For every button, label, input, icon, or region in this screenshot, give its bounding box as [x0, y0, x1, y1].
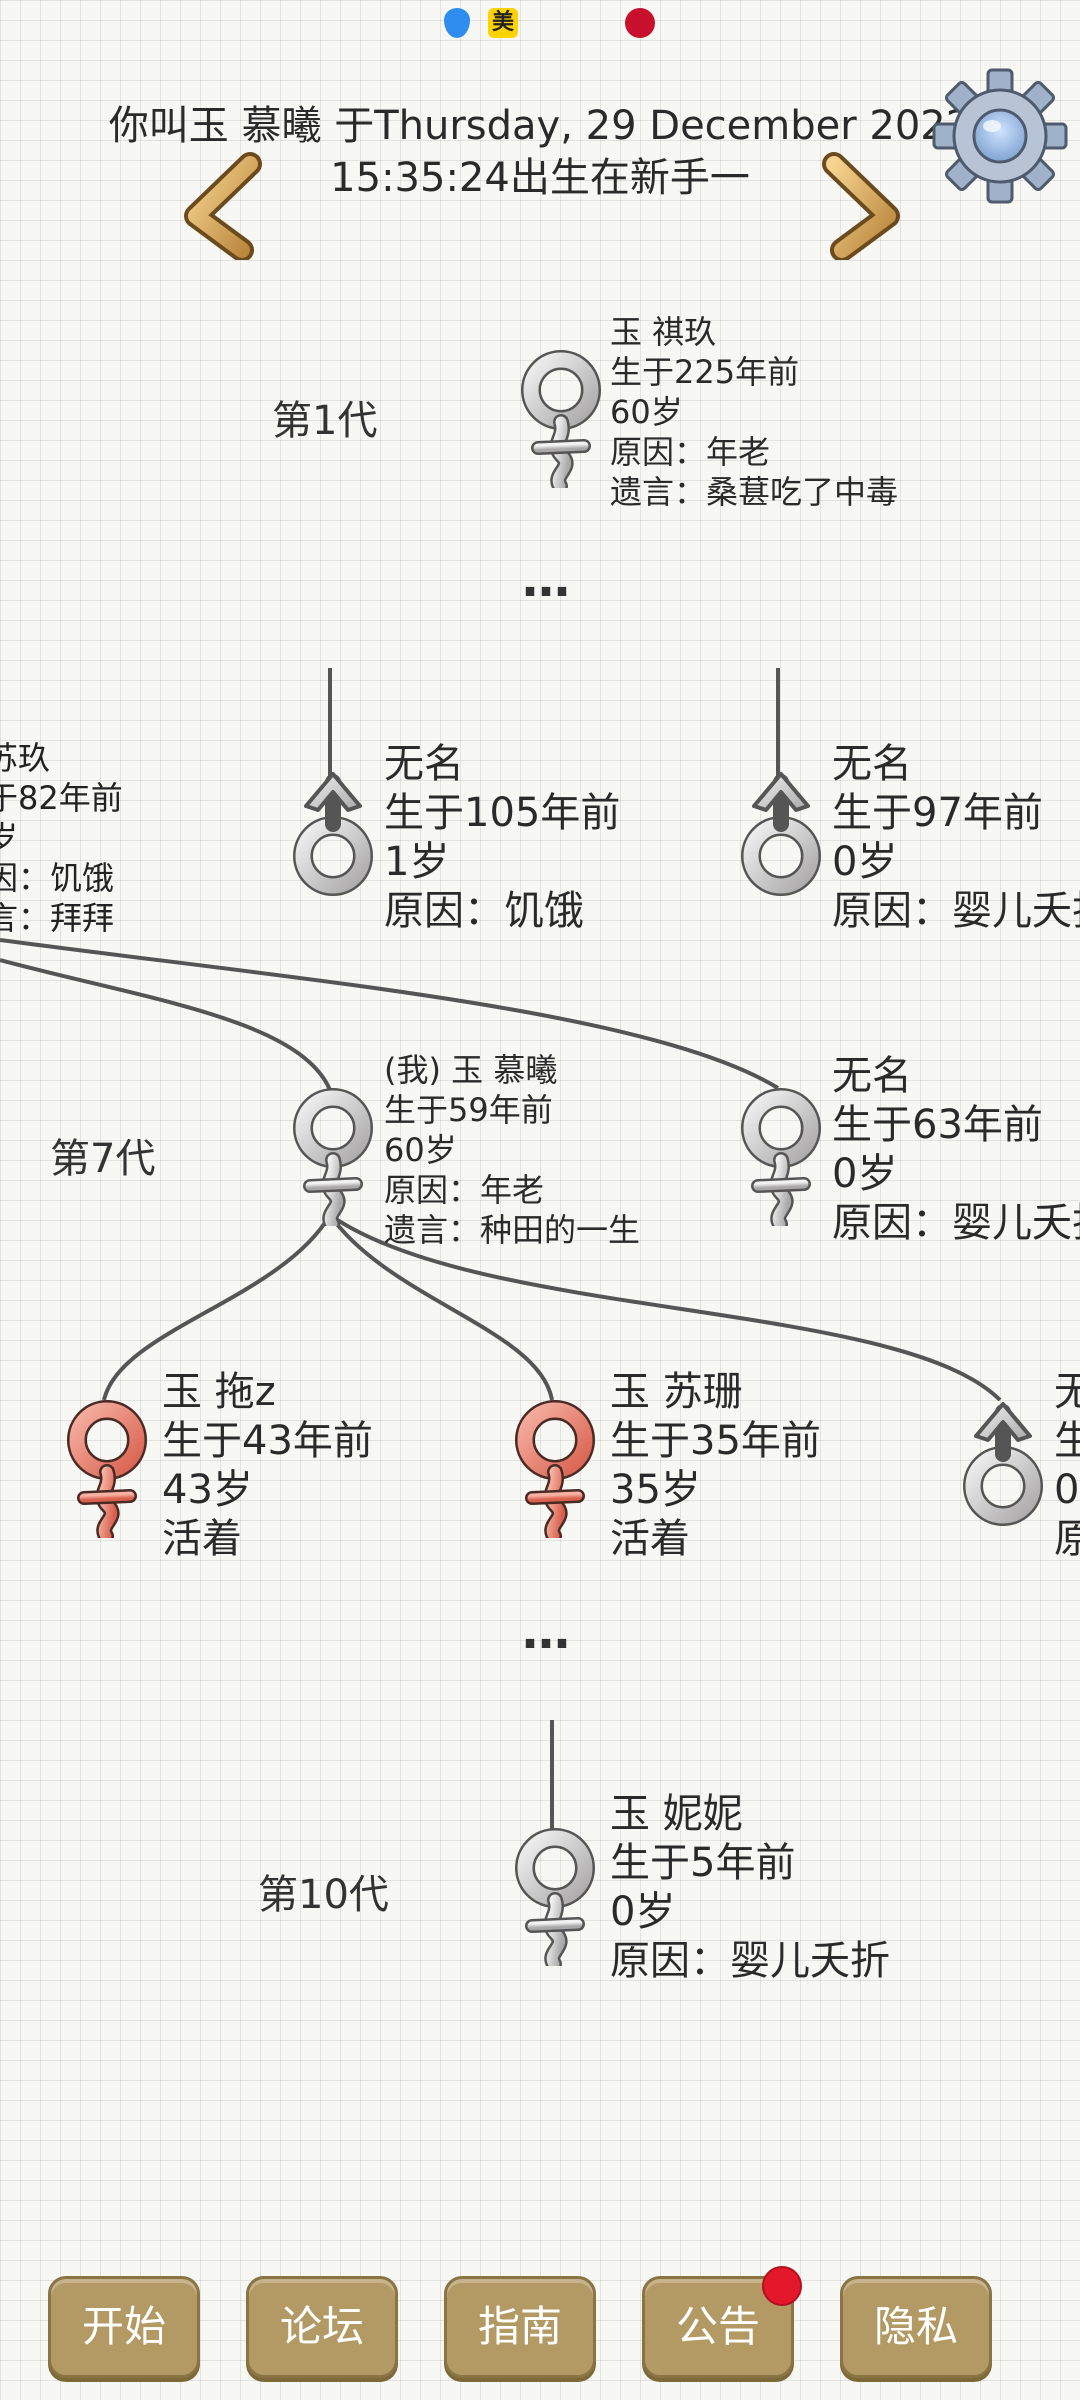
- person-cause: 原因：年老: [384, 1171, 545, 1209]
- person-name: 玉 苏珊: [610, 1369, 743, 1415]
- person-age: 0: [1054, 1467, 1080, 1513]
- person-name: (我) 玉 慕曦: [384, 1051, 558, 1089]
- person-name: 玉 拖z: [162, 1369, 276, 1415]
- female-symbol-icon: [516, 348, 606, 488]
- person-birth: 生于225年前: [610, 353, 800, 391]
- chevron-left-icon[interactable]: [172, 150, 282, 260]
- female-symbol-icon: [736, 1086, 826, 1226]
- gear-icon[interactable]: [930, 66, 1070, 206]
- guide-button[interactable]: 指南: [444, 2276, 596, 2378]
- person-name: 玉 祺玖: [610, 313, 717, 351]
- person-age: 60岁: [384, 1131, 457, 1169]
- person-age: 0岁: [610, 1889, 676, 1935]
- person-last-words: 遗言：种田的一生: [384, 1211, 641, 1249]
- male-symbol-icon: [736, 760, 826, 900]
- person-cause: 原因：婴儿夭折: [832, 1200, 1080, 1246]
- person-cause: 原因：婴儿夭折: [832, 888, 1080, 934]
- person-name: 无: [1054, 1369, 1080, 1415]
- person-name: 玉 妮妮: [610, 1791, 743, 1837]
- person-last-words: 遗言：桑葚吃了中毒: [610, 473, 899, 511]
- person-name: 无名: [832, 1053, 912, 1099]
- person-last-words: 言：拜拜: [0, 899, 115, 937]
- page-title: 你叫玉 慕曦 于Thursday, 29 December 2022 15:35…: [0, 100, 1080, 204]
- person-name: 无名: [832, 741, 912, 787]
- female-symbol-icon: [510, 1826, 600, 1966]
- forum-button[interactable]: 论坛: [246, 2276, 398, 2378]
- person-cause: 原因：饥饿: [384, 888, 584, 934]
- person-age: 0岁: [832, 1151, 898, 1197]
- notification-badge: [762, 2266, 802, 2306]
- person-birth: 于82年前: [0, 779, 123, 817]
- person-age: 60岁: [610, 393, 683, 431]
- person-cause: 原: [1054, 1516, 1080, 1562]
- generation-label-10: 第10代: [258, 1872, 389, 1918]
- start-button[interactable]: 开始: [48, 2276, 200, 2378]
- person-age: 1岁: [384, 839, 450, 885]
- female-symbol-icon: [510, 1398, 600, 1538]
- person-birth: 生于43年前: [162, 1418, 373, 1464]
- person-cause: 原因：年老: [610, 433, 771, 471]
- title-line-2: 15:35:24出生在新手一: [330, 155, 750, 201]
- male-symbol-icon: [958, 1390, 1048, 1530]
- title-line-1: 你叫玉 慕曦 于Thursday, 29 December 2022: [108, 103, 972, 149]
- person-status: 活着: [610, 1516, 690, 1562]
- person-birth: 生于59年前: [384, 1091, 553, 1129]
- ellipsis-upper: …: [522, 552, 572, 608]
- bank-icon: [625, 8, 655, 38]
- person-birth: 生于97年前: [832, 790, 1043, 836]
- person-age: 35岁: [610, 1467, 701, 1513]
- generation-label-7: 第7代: [50, 1136, 156, 1182]
- person-birth: 生于105年前: [384, 790, 621, 836]
- person-age: 43岁: [162, 1467, 253, 1513]
- privacy-button[interactable]: 隐私: [840, 2276, 992, 2378]
- person-age: 0岁: [832, 839, 898, 885]
- person-birth: 生于35年前: [610, 1418, 821, 1464]
- generation-label-1: 第1代: [272, 398, 378, 444]
- person-birth: 生: [1054, 1418, 1080, 1464]
- person-birth: 生于5年前: [610, 1840, 796, 1886]
- female-symbol-icon: [288, 1086, 378, 1226]
- ellipsis-lower: …: [522, 1604, 572, 1660]
- person-cause: 原因：婴儿夭折: [610, 1938, 890, 1984]
- person-status: 活着: [162, 1516, 242, 1562]
- person-partial-left[interactable]: 苏玖 于82年前 岁 因：饥饿 言：拜拜: [0, 738, 123, 938]
- person-name: 无名: [384, 741, 464, 787]
- meituan-icon: 美: [488, 8, 518, 38]
- status-bar: 美: [0, 0, 1080, 46]
- person-cause: 因：饥饿: [0, 859, 115, 897]
- person-name: 苏玖: [0, 739, 51, 777]
- male-symbol-icon: [288, 760, 378, 900]
- female-symbol-icon: [62, 1398, 152, 1538]
- person-birth: 生于63年前: [832, 1102, 1043, 1148]
- person-age: 岁: [0, 819, 19, 857]
- chevron-right-icon[interactable]: [802, 150, 912, 260]
- shield-icon: [444, 8, 470, 38]
